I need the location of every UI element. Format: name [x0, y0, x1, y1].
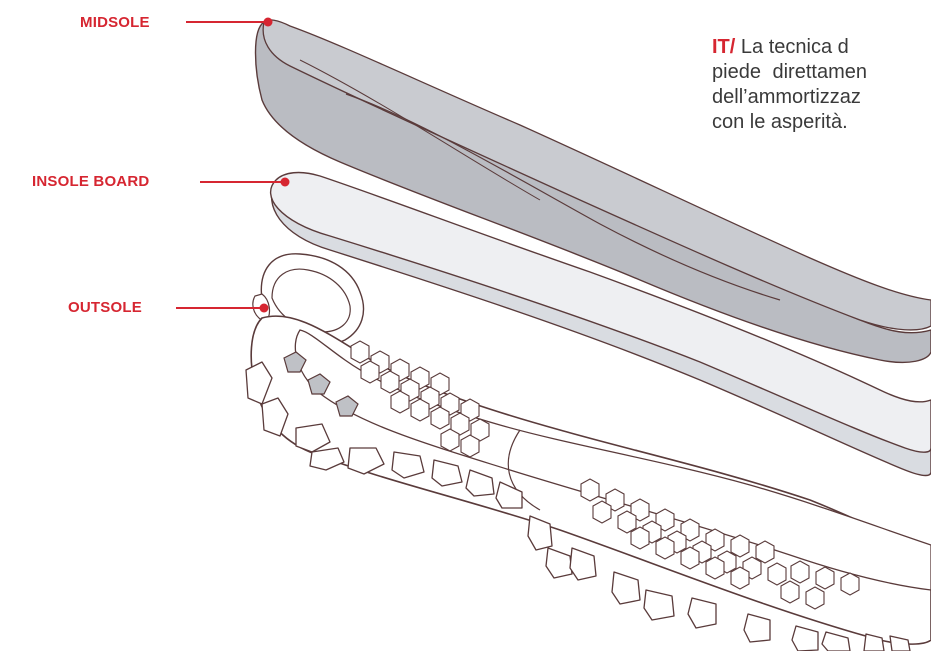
- description-line-4: con le asperità.: [712, 110, 931, 135]
- outsole-callout-dot: [260, 304, 269, 313]
- language-code: IT/: [712, 36, 735, 58]
- midsole-label: MIDSOLE: [80, 14, 150, 31]
- midsole-callout-dot: [264, 18, 273, 27]
- insole-callout-dot: [281, 178, 290, 187]
- description-line-1: IT/ La tecnica d: [712, 35, 931, 60]
- description-paragraph: IT/ La tecnica d piede direttamen dell’a…: [712, 35, 931, 135]
- outsole-label: OUTSOLE: [68, 299, 142, 316]
- description-line-2: piede direttamen: [712, 60, 931, 85]
- insole-board-label: INSOLE BOARD: [32, 173, 149, 190]
- description-line-1-text: La tecnica d: [735, 36, 848, 58]
- description-line-3: dell’ammortizzaz: [712, 85, 931, 110]
